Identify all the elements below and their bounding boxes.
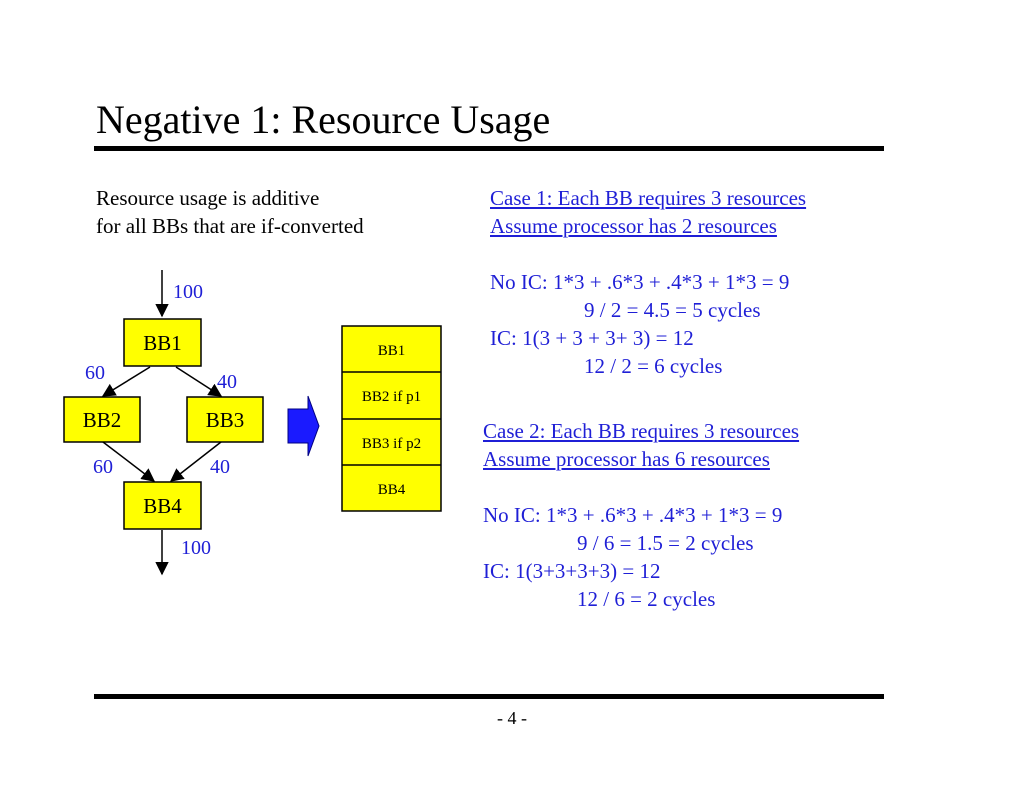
slide-title: Negative 1: Resource Usage <box>96 97 551 142</box>
spacer <box>490 240 806 268</box>
title-rule <box>94 146 884 151</box>
count-bb1-bb3: 40 <box>217 371 237 393</box>
node-bb2 <box>63 396 141 443</box>
case2-ic: IC: 1(3+3+3+3) = 12 <box>483 559 661 583</box>
node-bb2-label: BB2 <box>83 408 122 432</box>
case1-heading-1: Case 1: Each BB requires 3 resources <box>490 186 807 210</box>
edge-bb2-bb4 <box>102 441 156 482</box>
edge-bb3-bb4 <box>169 441 222 482</box>
case-2: Case 2: Each BB requires 3 resources Ass… <box>483 417 799 613</box>
intro-text: Resource usage is additive for all BBs t… <box>96 184 364 240</box>
case2-heading-1: Case 2: Each BB requires 3 resources <box>483 419 800 443</box>
case1-ic: IC: 1(3 + 3 + 3+ 3) = 12 <box>490 326 694 350</box>
spacer <box>483 473 799 501</box>
count-bb3-bb4: 40 <box>210 456 230 478</box>
node-bb4 <box>123 481 202 530</box>
case1-heading-2: Assume processor has 2 resources <box>490 214 777 238</box>
page-number: - 4 - <box>497 708 527 728</box>
merged-row-bb3: BB3 if p2 <box>362 436 421 452</box>
node-bb3-label: BB3 <box>206 408 245 432</box>
intro-line-1: Resource usage is additive <box>96 186 320 210</box>
case2-noic: No IC: 1*3 + .6*3 + .4*3 + 1*3 = 9 <box>483 503 783 527</box>
merged-row-bb2: BB2 if p1 <box>362 389 421 405</box>
case-1: Case 1: Each BB requires 3 resources Ass… <box>490 184 806 380</box>
merged-row-bb4: BB4 <box>378 482 406 498</box>
case1-ic-cycles: 12 / 2 = 6 cycles <box>584 354 723 378</box>
case2-noic-cycles: 9 / 6 = 1.5 = 2 cycles <box>577 531 754 555</box>
case2-heading-2: Assume processor has 6 resources <box>483 447 770 471</box>
count-bb1-bb2: 60 <box>85 362 105 384</box>
case2-ic-cycles: 12 / 6 = 2 cycles <box>577 587 716 611</box>
intro-line-2: for all BBs that are if-converted <box>96 214 364 238</box>
node-bb1 <box>123 318 202 367</box>
node-bb4-label: BB4 <box>143 494 182 518</box>
footer-rule <box>94 694 884 699</box>
node-bb1-label: BB1 <box>143 331 182 355</box>
edge-bb1-bb2 <box>101 366 151 397</box>
merged-block: BB1 BB2 if p1 BB3 if p2 BB4 <box>341 325 442 512</box>
exit-count: 100 <box>181 537 211 559</box>
count-bb2-bb4: 60 <box>93 456 113 478</box>
edge-bb1-bb3 <box>175 366 223 397</box>
case1-noic: No IC: 1*3 + .6*3 + .4*3 + 1*3 = 9 <box>490 270 790 294</box>
entry-count: 100 <box>173 281 203 303</box>
merged-row-bb1: BB1 <box>378 343 406 359</box>
case1-noic-cycles: 9 / 2 = 4.5 = 5 cycles <box>584 298 761 322</box>
transform-arrow-icon <box>287 395 320 457</box>
control-flow-graph: BB1 BB2 BB3 BB4 100 60 40 60 40 100 <box>63 270 264 576</box>
node-bb3 <box>186 396 264 443</box>
